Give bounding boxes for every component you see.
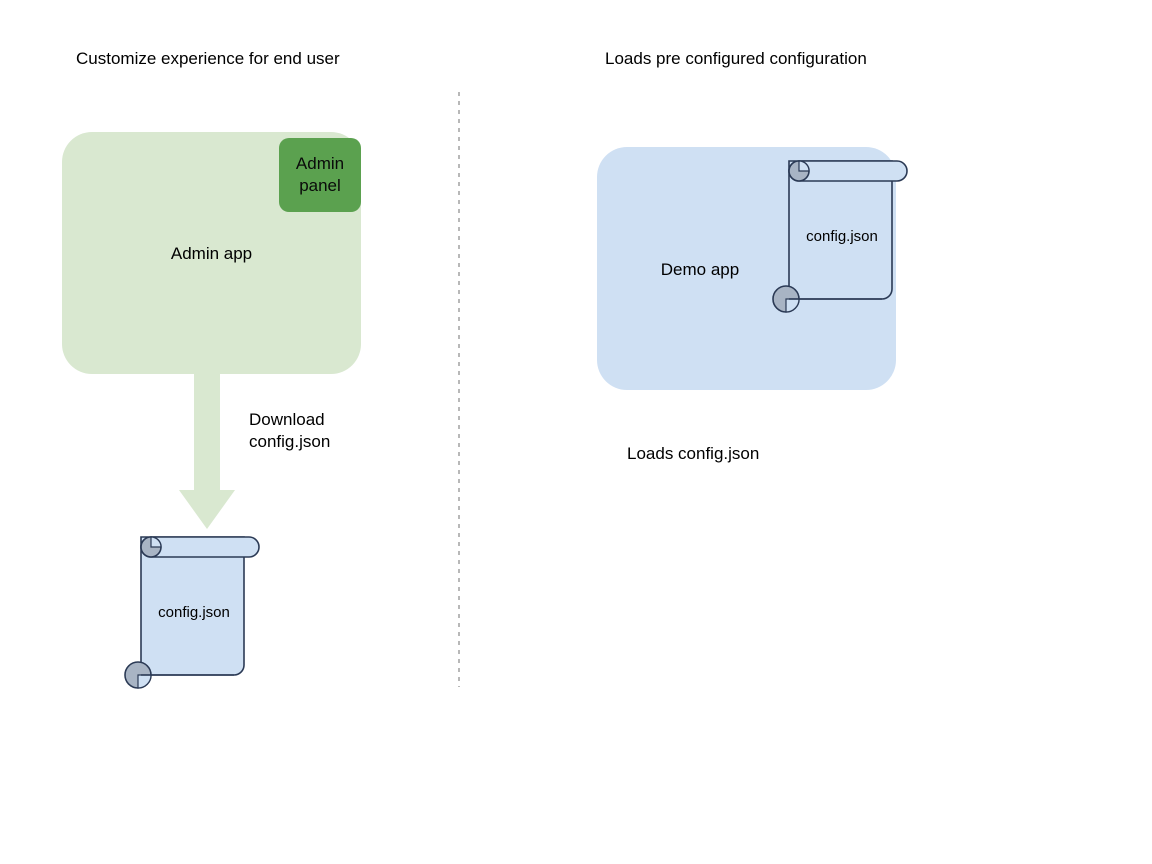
config-json-document-right[interactable] — [766, 149, 918, 317]
admin-panel-label-line1: Admin — [295, 154, 345, 173]
right-column-title: Loads pre configured configuration — [605, 49, 867, 68]
demo-app-label: Demo app — [660, 260, 740, 279]
admin-panel-chip[interactable]: Admin panel — [279, 138, 361, 212]
download-arrow-caption: Download config.json — [249, 409, 330, 453]
config-json-document-left-label: config.json — [158, 604, 230, 621]
admin-panel-label-line2: panel — [299, 176, 341, 195]
left-column-title: Customize experience for end user — [76, 49, 340, 68]
loads-config-caption: Loads config.json — [627, 444, 760, 463]
download-arrow — [179, 372, 235, 529]
config-json-document-left[interactable] — [118, 525, 270, 693]
vertical-dashed-divider — [458, 92, 460, 687]
config-json-document-right-label: config.json — [806, 228, 878, 245]
download-caption-line1: Download — [249, 410, 325, 429]
admin-app-label: Admin app — [170, 244, 253, 263]
download-caption-line2: config.json — [249, 432, 331, 451]
